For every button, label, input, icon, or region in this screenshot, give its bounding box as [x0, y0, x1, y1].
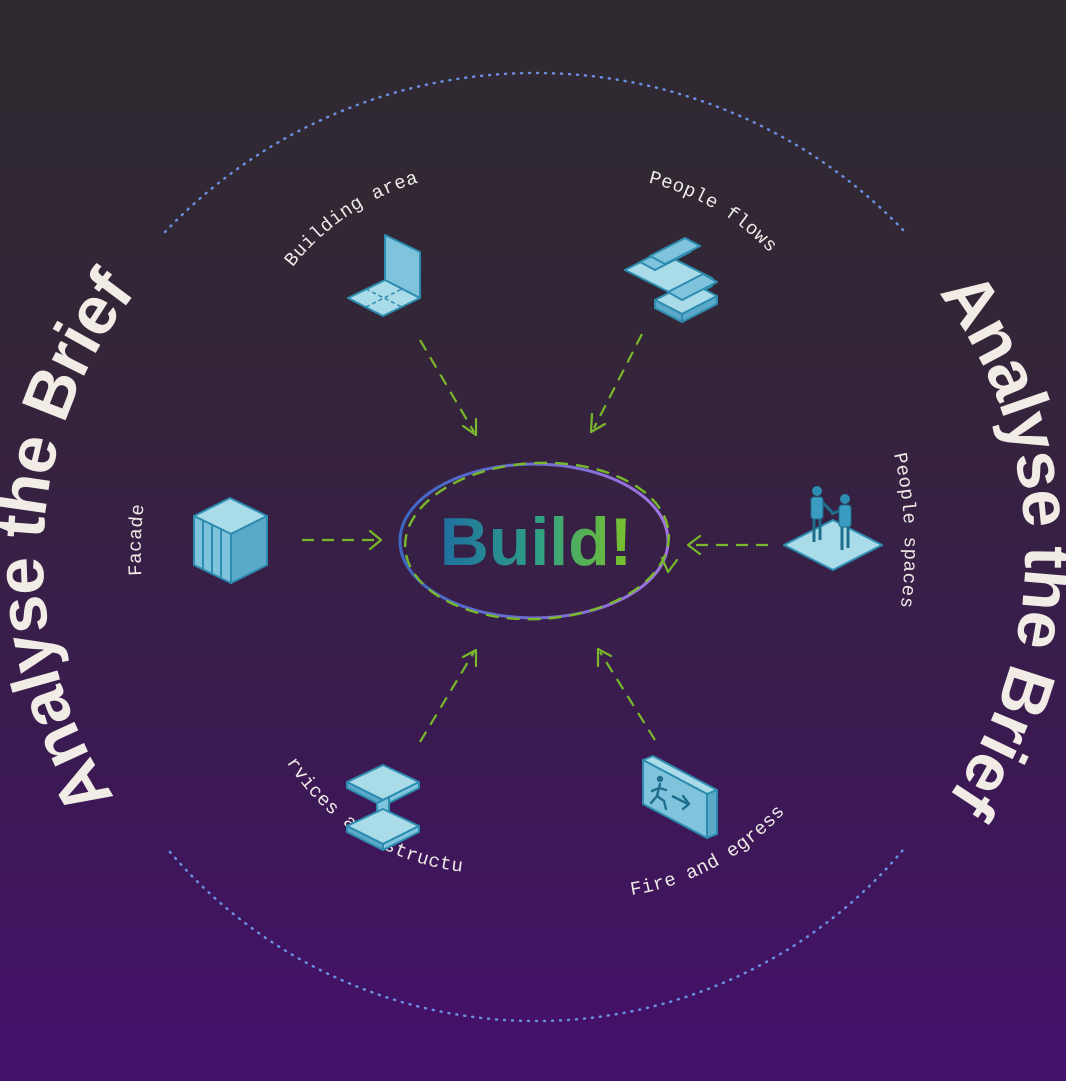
stairs-icon: [624, 237, 718, 323]
label-people-flows: People flows: [647, 167, 782, 257]
center-ring-dashed: [403, 461, 671, 621]
person-figure-right: [830, 494, 852, 550]
title-right: Analyse the Brief: [927, 259, 1066, 832]
arrow-fire-egress: [596, 647, 656, 741]
arrow-facade: [302, 529, 383, 551]
center-hub: Build!: [398, 461, 679, 621]
outer-dotted-arc-top: [163, 71, 907, 234]
person-figure-left: [810, 486, 834, 542]
arrow-people-flows: [589, 333, 643, 434]
arrow-services-structure: [419, 648, 478, 743]
steel-beam-icon: [346, 764, 420, 851]
center-label: Build!: [440, 504, 633, 580]
people-platform-icon: [783, 486, 883, 571]
arrow-people-spaces: [686, 534, 768, 556]
arrow-building-area: [419, 339, 478, 437]
label-facade: Facade: [125, 503, 150, 577]
outer-dotted-arc-bottom: [168, 848, 905, 1023]
label-people-spaces: People spaces: [888, 451, 921, 610]
facade-box-icon: [193, 497, 268, 584]
exit-sign-icon: [642, 755, 718, 839]
center-ring-arrowhead: [660, 556, 679, 574]
floor-wall-icon: [347, 234, 421, 317]
